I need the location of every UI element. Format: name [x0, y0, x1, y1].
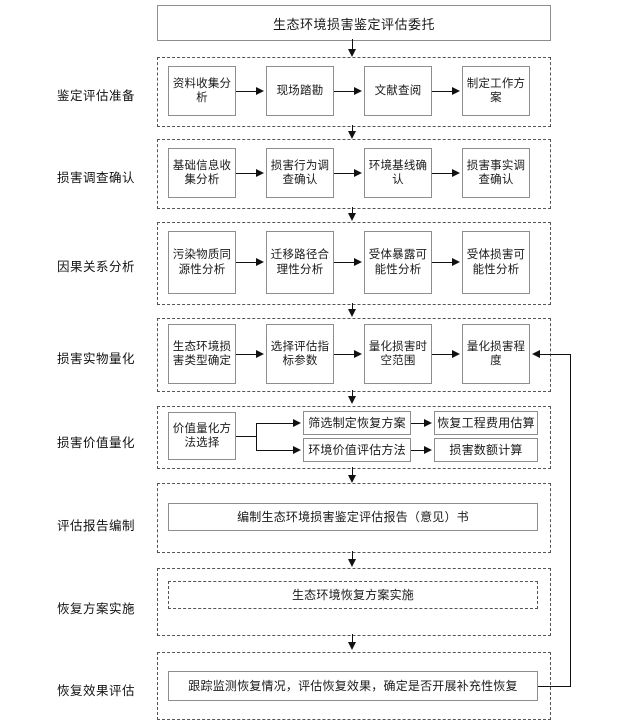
node-physical-4[interactable]: 量化损害程度: [462, 324, 530, 384]
arrow-cau-2-3: [354, 257, 362, 266]
connector-plan-to-cost: [411, 423, 427, 424]
connector-stage7-to-stage8: [352, 634, 353, 646]
node-preparation-2[interactable]: 现场踏勘: [266, 66, 334, 116]
node-physical-2[interactable]: 选择评估指标参数: [266, 324, 334, 384]
arrow-cau-1-2: [256, 257, 264, 266]
connector-cau-3-4: [432, 262, 454, 263]
connector-inv-3-4: [432, 173, 454, 174]
arrow-envval-to-amount: [424, 445, 432, 454]
node-investigation-2[interactable]: 损害行为调查确认: [266, 148, 334, 198]
arrow-stage1-to-stage2: [347, 131, 356, 139]
node-value-method-select[interactable]: 价值量化方法选择: [168, 412, 236, 460]
arrow-title-to-stage1: [347, 49, 356, 57]
arrow-phy-1-2: [256, 349, 264, 358]
arrow-inv-2-3: [354, 168, 362, 177]
connector-stage5-to-stage6: [352, 467, 353, 479]
arrow-stage4-to-stage5: [347, 396, 356, 404]
stage-label-preparation: 鉴定评估准备: [56, 89, 135, 103]
flow-title-box: 生态环境损害鉴定评估委托: [157, 5, 551, 41]
arrow-prep-3-4: [452, 86, 460, 95]
stage-label-physical-quantification: 损害实物量化: [56, 352, 135, 366]
node-causation-2[interactable]: 迁移路径合理性分析: [266, 231, 334, 294]
connector-value-to-envval: [256, 450, 295, 451]
arrow-value-to-envval: [293, 445, 301, 454]
node-value-restoration-cost[interactable]: 恢复工程费用估算: [434, 411, 538, 435]
connector-inv-1-2: [236, 173, 258, 174]
connector-stage6-to-stage7: [352, 551, 353, 563]
arrow-prep-2-3: [354, 86, 362, 95]
node-preparation-4[interactable]: 制定工作方案: [462, 66, 530, 116]
arrow-stage7-to-stage8: [347, 642, 356, 650]
node-report-document[interactable]: 编制生态环境损害鉴定评估报告（意见）书: [168, 503, 538, 531]
node-investigation-4[interactable]: 损害事实调查确认: [462, 148, 530, 198]
node-value-restoration-plan[interactable]: 筛选制定恢复方案: [303, 411, 411, 435]
node-value-env-valuation[interactable]: 环境价值评估方法: [303, 438, 411, 462]
node-restoration-implementation[interactable]: 生态环境恢复方案实施: [168, 581, 538, 609]
feedback-arrow-head: [532, 349, 540, 358]
connector-prep-2-3: [334, 91, 356, 92]
arrow-plan-to-cost: [424, 418, 432, 427]
arrow-value-to-plan: [293, 418, 301, 427]
stage-container-restoration-implementation: [157, 568, 551, 636]
arrow-inv-3-4: [452, 168, 460, 177]
connector-stage2-to-stage3: [352, 207, 353, 216]
arrow-phy-3-4: [452, 349, 460, 358]
stage-container-preparation: [157, 57, 551, 127]
stage-container-value-quantification: [157, 406, 551, 469]
node-physical-3[interactable]: 量化损害时空范围: [364, 324, 432, 384]
arrow-stage3-to-stage4: [347, 309, 356, 317]
stage-label-report-preparation: 评估报告编制: [56, 519, 135, 533]
connector-phy-3-4: [432, 354, 454, 355]
connector-phy-2-3: [334, 354, 356, 355]
arrow-stage5-to-stage6: [347, 475, 356, 483]
connector-cau-1-2: [236, 262, 258, 263]
node-restoration-evaluation[interactable]: 跟踪监测恢复情况，评估恢复效果，确定是否开展补充性恢复: [168, 671, 538, 701]
feedback-line-riser: [570, 354, 571, 686]
stage-label-damage-investigation: 损害调查确认: [56, 171, 135, 185]
arrow-stage2-to-stage3: [347, 213, 356, 221]
stage-label-causation-analysis: 因果关系分析: [56, 260, 135, 274]
stage-container-causation-analysis: [157, 222, 551, 305]
connector-value-to-plan: [256, 423, 295, 424]
stage-label-restoration-evaluation: 恢复效果评估: [56, 684, 135, 698]
feedback-line-bottom: [538, 686, 571, 687]
connector-title-to-stage1: [352, 39, 353, 51]
arrow-prep-1-2: [256, 86, 264, 95]
node-causation-1[interactable]: 污染物质同源性分析: [168, 231, 236, 294]
node-causation-3[interactable]: 受体暴露可能性分析: [364, 231, 432, 294]
node-preparation-1[interactable]: 资料收集分析: [168, 66, 236, 116]
connector-inv-2-3: [334, 173, 356, 174]
feedback-line-top: [540, 354, 571, 355]
arrow-stage6-to-stage7: [347, 559, 356, 567]
node-causation-4[interactable]: 受体损害可能性分析: [462, 231, 530, 294]
connector-value-split-stem: [236, 436, 256, 437]
connector-prep-1-2: [236, 91, 258, 92]
node-investigation-3[interactable]: 环境基线确认: [364, 148, 432, 198]
stage-label-restoration-implementation: 恢复方案实施: [56, 602, 135, 616]
arrow-cau-3-4: [452, 257, 460, 266]
node-physical-1[interactable]: 生态环境损害类型确定: [168, 324, 236, 384]
arrow-inv-1-2: [256, 168, 264, 177]
stage-container-damage-investigation: [157, 139, 551, 209]
connector-envval-to-amount: [411, 450, 427, 451]
flow-title-text: 生态环境损害鉴定评估委托: [272, 16, 435, 32]
stage-container-report-preparation: [157, 483, 551, 553]
connector-value-split-riser: [256, 423, 257, 450]
node-preparation-3[interactable]: 文献查阅: [364, 66, 432, 116]
stage-label-value-quantification: 损害价值量化: [56, 436, 135, 450]
node-investigation-1[interactable]: 基础信息收集分析: [168, 148, 236, 198]
stage-container-physical-quantification: [157, 318, 551, 392]
connector-phy-1-2: [236, 354, 258, 355]
arrow-phy-2-3: [354, 349, 362, 358]
connector-prep-3-4: [432, 91, 454, 92]
connector-stage3-to-stage4: [352, 303, 353, 311]
node-value-damage-amount[interactable]: 损害数额计算: [434, 438, 538, 462]
connector-cau-2-3: [334, 262, 356, 263]
connector-stage4-to-stage5: [352, 390, 353, 400]
